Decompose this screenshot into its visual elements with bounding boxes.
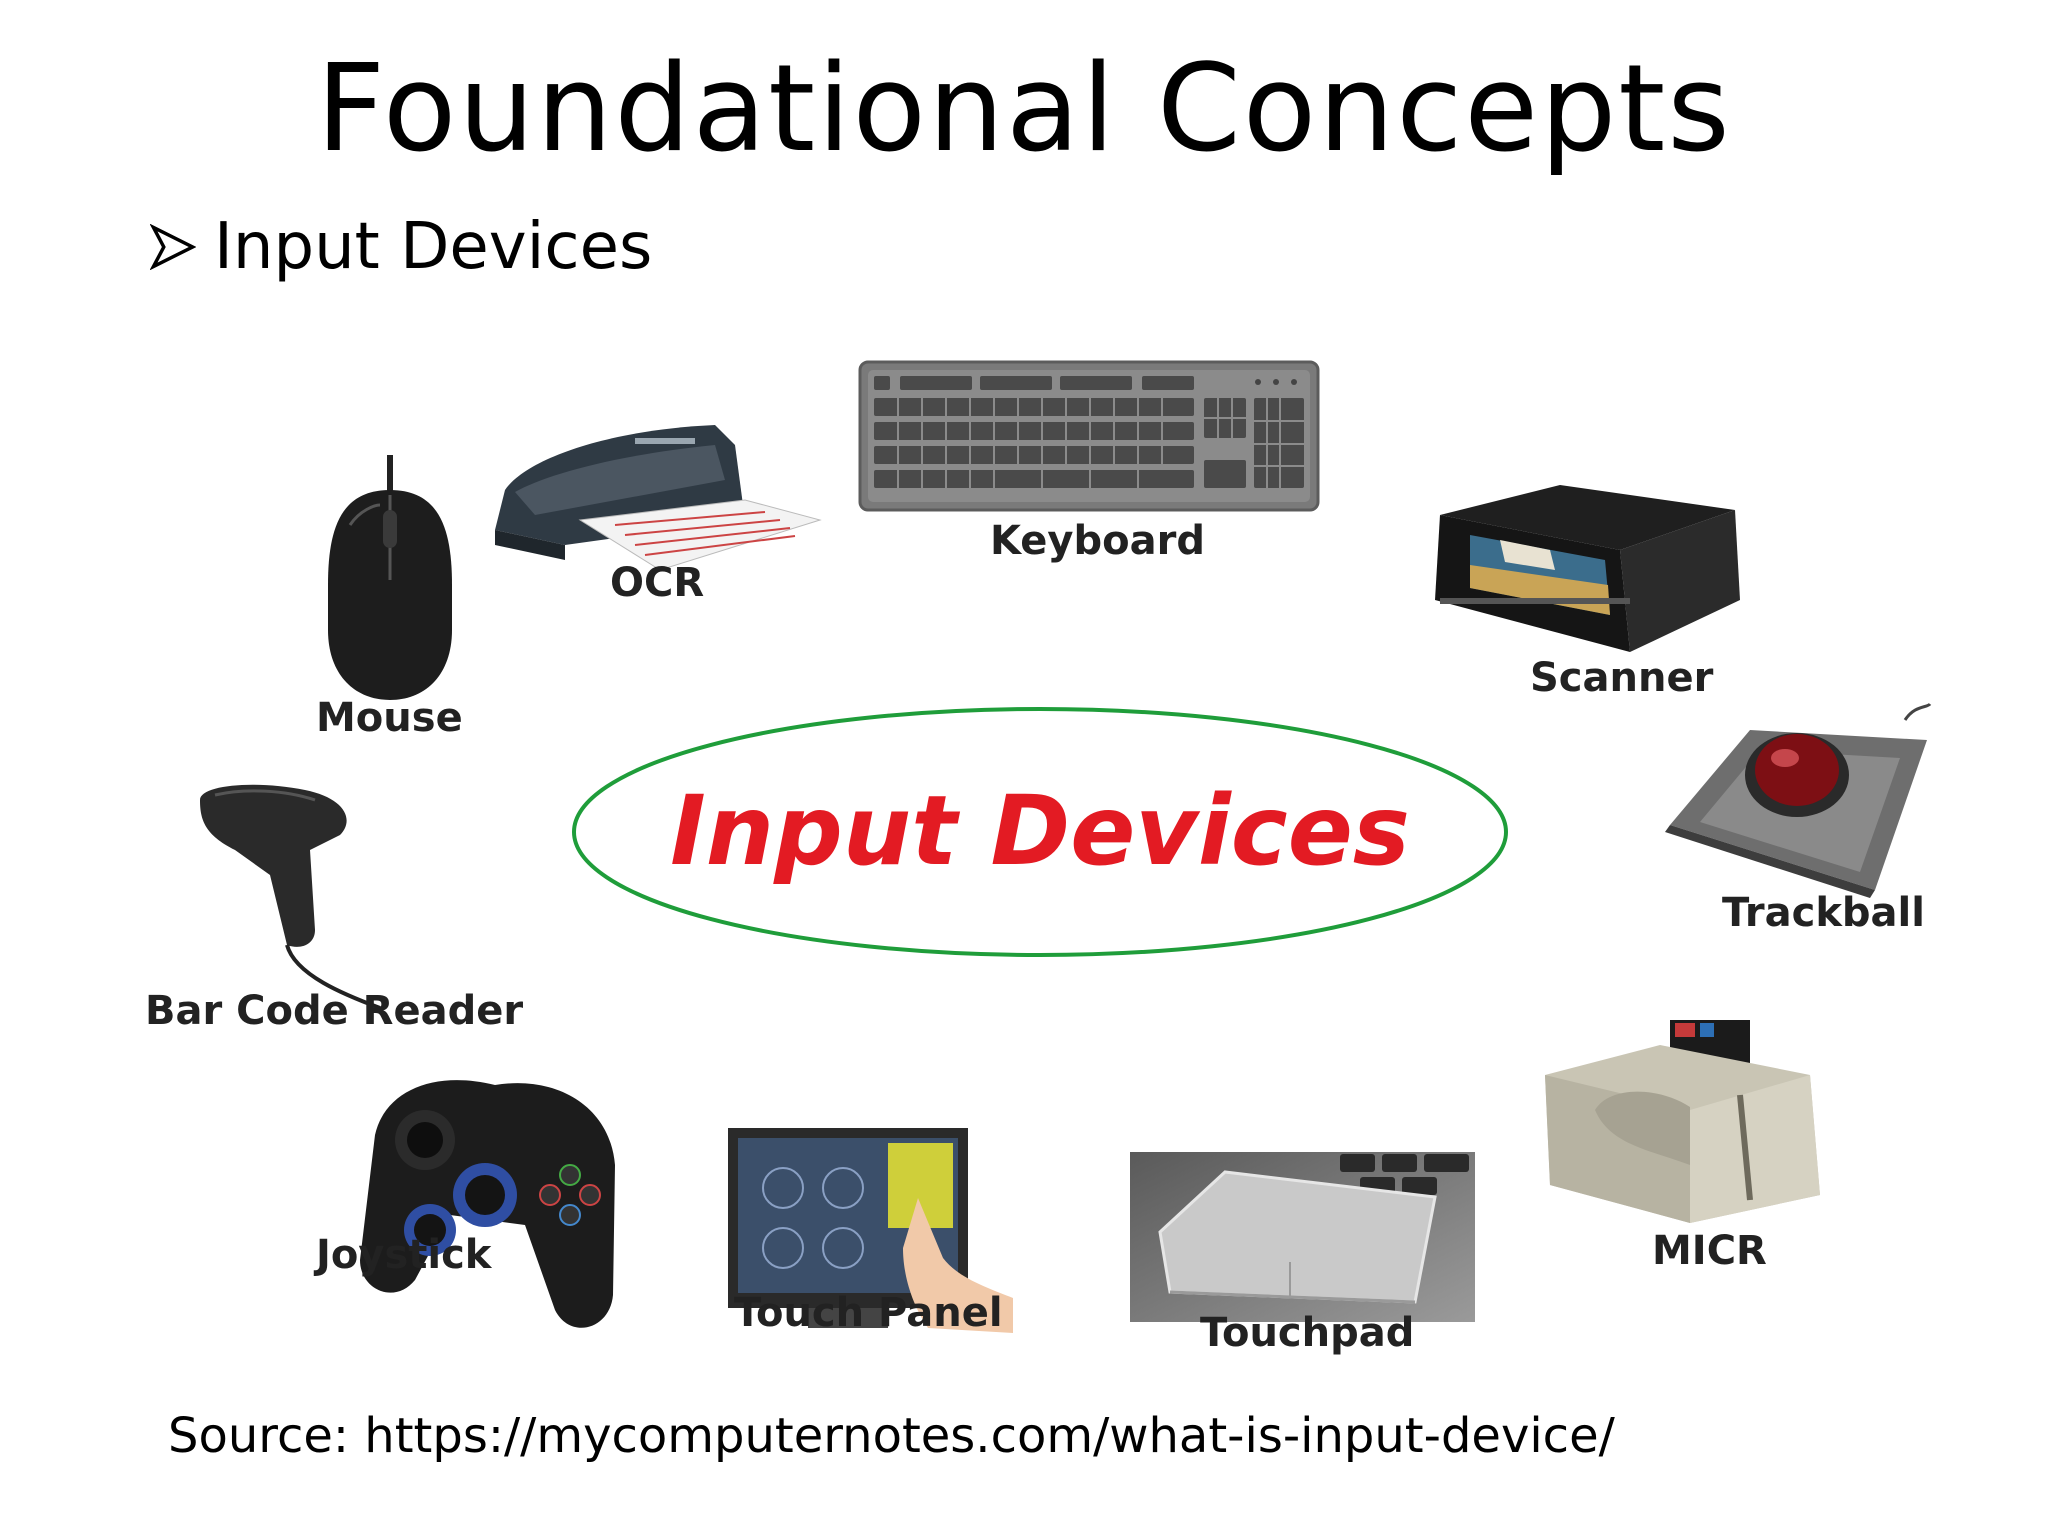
barcode-reader-icon xyxy=(200,784,381,1010)
touch-panel-label: Touch Panel xyxy=(734,1290,1003,1336)
bullet-item: Input Devices xyxy=(150,210,652,284)
barcode-reader-label: Bar Code Reader xyxy=(145,988,524,1034)
center-ellipse xyxy=(572,707,1508,957)
ocr-label: OCR xyxy=(610,560,705,606)
scanner-icon xyxy=(1435,485,1740,652)
source-citation: Source: https://mycomputernotes.com/what… xyxy=(168,1408,1615,1464)
keyboard-label: Keyboard xyxy=(990,518,1205,564)
micr-reader-icon xyxy=(1545,1020,1820,1223)
mouse-label: Mouse xyxy=(316,695,463,741)
touch-panel-icon xyxy=(728,1128,1013,1333)
trackball-label: Trackball xyxy=(1722,890,1925,936)
mouse-icon xyxy=(328,455,452,700)
touchpad-label: Touchpad xyxy=(1200,1310,1415,1356)
page-title: Foundational Concepts xyxy=(316,40,1732,179)
arrow-bullet-icon xyxy=(150,224,196,270)
bullet-text: Input Devices xyxy=(214,210,653,284)
joystick-icon xyxy=(360,1080,615,1328)
trackball-icon xyxy=(1665,702,1932,898)
ocr-reader-icon xyxy=(495,425,822,571)
joystick-label: Joystick xyxy=(316,1232,492,1278)
micr-label: MICR xyxy=(1652,1228,1767,1274)
touchpad-icon xyxy=(1130,1152,1475,1322)
center-label: Input Devices xyxy=(670,775,1410,887)
keyboard-icon xyxy=(858,360,1320,512)
scanner-label: Scanner xyxy=(1530,655,1714,701)
